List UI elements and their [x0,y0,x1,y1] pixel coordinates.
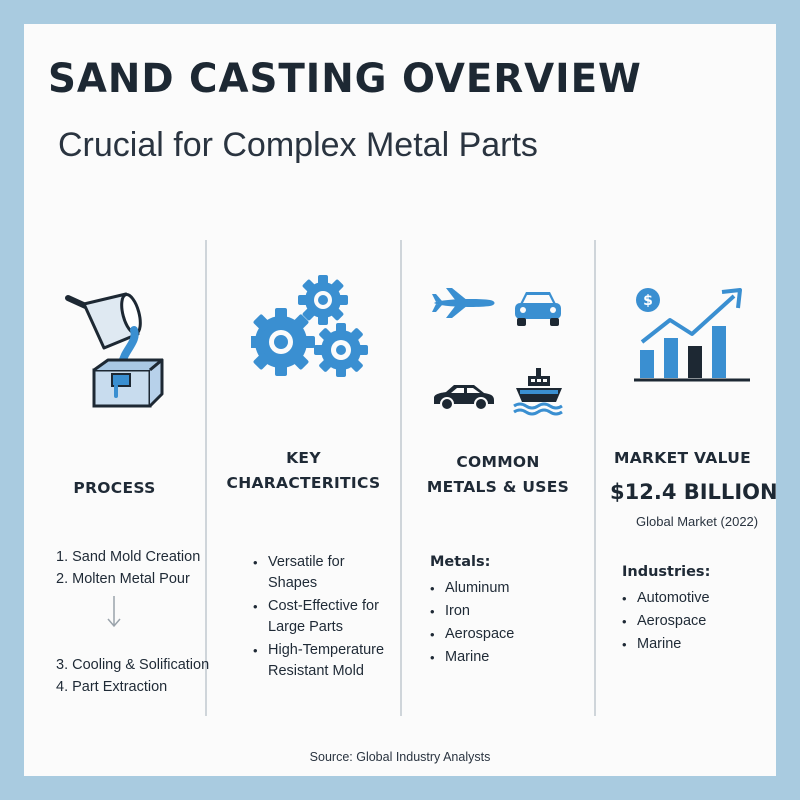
metals-column: COMMON METALS & USES Metals: Aluminum Ir… [402,254,594,714]
list-item: 4. Part Extraction [56,679,168,695]
process-steps-bottom: 3. Cooling & Solification 4. Part Extrac… [56,654,209,698]
column-divider [594,240,596,716]
metals-subheading: Metals: [430,554,491,570]
heading-line: METALS & USES [426,478,570,496]
list-item: 2. Molten Metal Pour [56,571,190,587]
process-heading: PROCESS [73,479,156,497]
characteristics-list: Versatile for Shapes Cost-Effective for … [253,552,393,684]
list-item: Iron [430,601,580,622]
page-title: SAND CASTING OVERVIEW [48,56,642,102]
market-heading: MARKET VALUE [614,449,751,467]
list-item: 1. Sand Mold Creation [56,549,201,565]
heading-line: COMMON [456,453,540,471]
ladle-pour-icon [64,282,164,417]
column-divider [205,240,207,716]
car-icon [512,288,564,333]
column-divider [400,240,402,716]
list-item: Marine [622,634,762,655]
list-item: Aerospace [622,611,762,632]
page-subtitle: Crucial for Complex Metal Parts [58,126,538,164]
car-icon [430,382,498,419]
ship-icon [512,366,566,421]
characteristics-column: KEY CHARACTERITICS Versatile for Shapes … [207,254,400,714]
metals-list: Aluminum Iron Aerospace Marine [430,578,580,670]
airplane-icon [430,286,498,325]
down-arrow-icon [106,594,122,636]
list-item: High-Temperature Resistant Mold [253,640,393,682]
industries-list: Automotive Aerospace Marine [622,588,762,657]
infographic-card: SAND CASTING OVERVIEW Crucial for Comple… [24,24,778,776]
svg-text:$: $ [643,293,653,309]
list-item: Aluminum [430,578,580,599]
list-item: Cost-Effective for Large Parts [253,596,393,638]
market-column: $ MARKET VALUE $12.4 BILLION Global Mark… [596,254,778,714]
process-column: PROCESS 1. Sand Mold Creation 2. Molten … [24,254,209,714]
gears-icon [247,274,371,389]
heading-line: CHARACTERITICS [226,474,381,492]
metals-heading: COMMON METALS & USES [402,450,594,500]
market-note: Global Market (2022) [636,514,759,529]
growth-chart-icon: $ [630,280,760,395]
industries-subheading: Industries: [622,564,711,580]
list-item: Marine [430,647,580,668]
source-note: Source: Global Industry Analysts [309,750,491,764]
list-item: Automotive [622,588,762,609]
heading-line: KEY [286,449,321,467]
process-steps-top: 1. Sand Mold Creation 2. Molten Metal Po… [56,546,200,590]
list-item: 3. Cooling & Solification [56,657,210,673]
list-item: Aerospace [430,624,580,645]
characteristics-heading: KEY CHARACTERITICS [207,446,400,496]
market-value: $12.4 BILLION [610,480,778,504]
list-item: Versatile for Shapes [253,552,393,594]
